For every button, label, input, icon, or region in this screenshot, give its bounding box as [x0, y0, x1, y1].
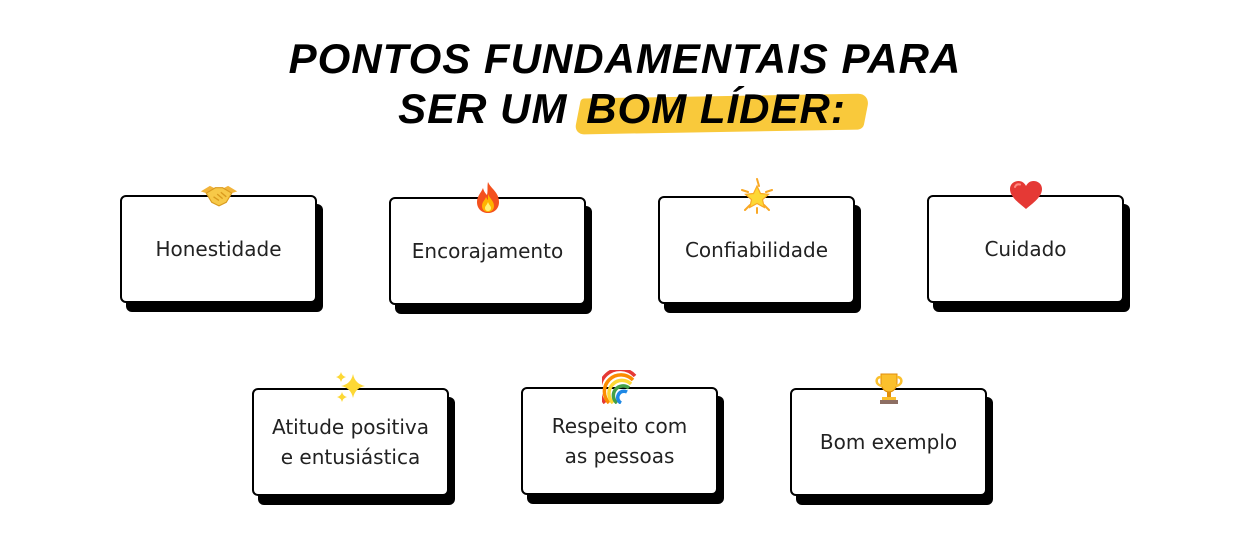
card-cuidado: Cuidado: [927, 181, 1124, 303]
title-line-1: PONTOS FUNDAMENTAIS PARA: [288, 35, 962, 82]
card-label: Honestidade: [155, 237, 282, 261]
card-atitude-positiva: Atitude positiva e entusiástica: [252, 372, 449, 496]
card-encorajamento: Encorajamento: [389, 182, 586, 305]
rainbow-icon: [600, 369, 640, 405]
sparkles-icon: [331, 370, 371, 406]
glowing-star-icon: [737, 178, 777, 214]
card-bom-exemplo: Bom exemplo: [790, 373, 987, 496]
title-line-2: SER UM BOM LÍDER:: [0, 84, 1250, 134]
card-respeito: Respeito com as pessoas: [521, 370, 718, 495]
page-title: PONTOS FUNDAMENTAIS PARA SER UM BOM LÍDE…: [0, 34, 1250, 134]
card-label: Atitude positiva e entusiástica: [271, 415, 429, 469]
title-prefix: SER UM: [398, 85, 568, 132]
card-label: Respeito com as pessoas: [551, 414, 688, 468]
red-heart-icon: [1006, 177, 1046, 213]
trophy-icon: [869, 370, 909, 406]
card-confiabilidade: Confiabilidade: [658, 178, 855, 304]
title-highlight: BOM LÍDER:: [580, 84, 852, 134]
card-honestidade: Honestidade: [120, 185, 317, 303]
card-label: Cuidado: [984, 237, 1067, 261]
card-label: Confiabilidade: [684, 238, 829, 262]
fire-icon: [468, 179, 508, 215]
card-label: Encorajamento: [411, 239, 564, 263]
card-label: Bom exemplo: [819, 430, 958, 454]
handshake-icon: [199, 177, 239, 213]
